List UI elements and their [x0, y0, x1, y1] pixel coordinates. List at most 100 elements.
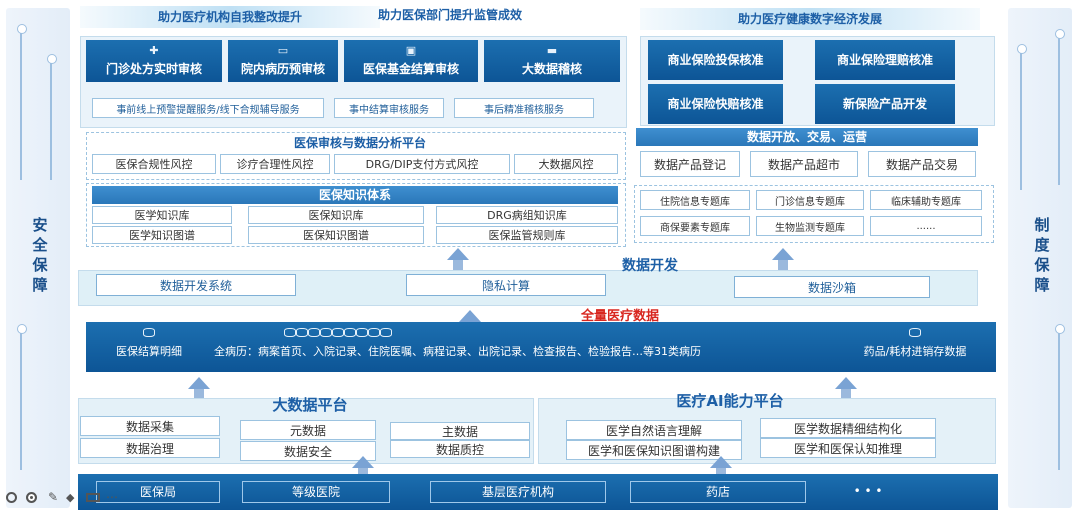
database-icon: [380, 328, 392, 337]
database-icon: [909, 328, 921, 337]
flow-arrow: [716, 466, 726, 474]
bigdata-item[interactable]: 数据治理: [80, 438, 220, 458]
flow-arrow: [778, 258, 788, 272]
medical-data-bar: [86, 322, 996, 372]
knowledge-item[interactable]: 医学知识库: [92, 206, 232, 224]
ai-item[interactable]: 医学数据精细结构化: [760, 418, 936, 438]
topic-lib[interactable]: 门诊信息专题库: [756, 190, 864, 210]
audit-item[interactable]: 大数据风控: [514, 154, 618, 174]
source-item[interactable]: 等级医院: [242, 481, 390, 503]
circuit-line: [17, 24, 27, 180]
data-dev-item[interactable]: 数据开发系统: [96, 274, 296, 296]
flow-arrow-head: [447, 248, 469, 260]
flow-arrow: [358, 466, 368, 474]
service-item[interactable]: 事中结算审核服务: [334, 98, 444, 118]
database-icon: [356, 328, 368, 337]
knowledge-item[interactable]: 医学知识图谱: [92, 226, 232, 244]
database-icon: [308, 328, 320, 337]
data-dev-item[interactable]: 隐私计算: [406, 274, 606, 296]
medical-data-right[interactable]: 药品/耗材进销存数据: [840, 327, 990, 359]
database-icon: [332, 328, 344, 337]
insurance-app[interactable]: 新保险产品开发: [815, 84, 955, 124]
circuit-line: [47, 54, 57, 180]
knowledge-item[interactable]: 医保监管规则库: [436, 226, 618, 244]
source-ellipsis: • • •: [853, 484, 883, 498]
insurance-app[interactable]: 商业保险投保核准: [648, 40, 783, 80]
knowledge-title: 医保知识体系: [92, 186, 618, 204]
flow-arrow-head: [459, 310, 481, 322]
circuit-line: [1055, 324, 1065, 470]
monitor-icon[interactable]: [86, 493, 100, 502]
circuit-line: [1055, 29, 1065, 185]
medical-data-middle[interactable]: 全病历：病案首页、入院记录、住院医嘱、病程记录、出院记录、检查报告、检验报告…等…: [214, 327, 834, 359]
data-market-item[interactable]: 数据产品交易: [868, 151, 976, 177]
banner-insurance-dept: 助力医保部门提升监管成效: [377, 8, 522, 22]
database-icon: ▬: [546, 44, 558, 57]
data-market-item[interactable]: 数据产品超市: [750, 151, 858, 177]
topic-lib[interactable]: 临床辅助专题库: [870, 190, 982, 210]
right-side-bar: [1008, 8, 1072, 508]
ai-item[interactable]: 医学和医保认知推理: [760, 438, 936, 458]
bigdata-item[interactable]: 数据质控: [390, 440, 530, 458]
data-market-title: 数据开放、交易、运营: [636, 128, 978, 146]
topic-lib[interactable]: 生物监测专题库: [756, 216, 864, 236]
source-item[interactable]: 医保局: [96, 481, 220, 503]
audit-platform-title: 医保审核与数据分析平台: [293, 136, 426, 150]
bigdata-item[interactable]: 元数据: [240, 420, 376, 440]
data-dev-item[interactable]: 数据沙箱: [734, 276, 930, 298]
eraser-icon[interactable]: ◆: [66, 491, 75, 504]
ai-item[interactable]: 医学自然语言理解: [566, 420, 742, 440]
source-item[interactable]: 基层医疗机构: [430, 481, 606, 503]
app-box[interactable]: ▣ 医保基金结算审核: [344, 40, 478, 82]
topic-lib[interactable]: 住院信息专题库: [640, 190, 750, 210]
service-item[interactable]: 事前线上预警提醒服务/线下合规辅导服务: [92, 98, 324, 118]
viewer-toolbar: ✎ ◆ ⋯: [2, 490, 152, 506]
database-icon: [284, 328, 296, 337]
medical-data-title: 全量医疗数据: [580, 309, 659, 324]
left-side-bar: [6, 8, 70, 508]
database-icon: [320, 328, 332, 337]
insurance-app[interactable]: 商业保险理赔核准: [815, 40, 955, 80]
bed-icon: ▭: [277, 44, 289, 57]
source-item[interactable]: 药店: [630, 481, 806, 503]
data-market-item[interactable]: 数据产品登记: [640, 151, 740, 177]
bigdata-item[interactable]: 主数据: [390, 422, 530, 440]
flow-arrow: [841, 388, 851, 398]
audit-item[interactable]: DRG/DIP支付方式风控: [334, 154, 510, 174]
app-box[interactable]: ▬ 大数据稽核: [484, 40, 620, 82]
audit-item[interactable]: 医保合规性风控: [92, 154, 216, 174]
bigdata-item[interactable]: 数据安全: [240, 441, 376, 461]
circuit-line: [1017, 44, 1027, 190]
banner-digital-economy: 助力医疗健康数字经济发展: [640, 8, 980, 30]
more-icon[interactable]: ⋯: [106, 490, 118, 504]
database-icon: [296, 328, 308, 337]
bigdata-item[interactable]: 数据采集: [80, 416, 220, 436]
topic-lib[interactable]: ......: [870, 216, 982, 236]
bigdata-title: 大数据平台: [272, 396, 348, 414]
record-icon[interactable]: [26, 492, 37, 503]
medical-cross-icon: ✚: [149, 44, 159, 57]
app-box[interactable]: ✚ 门诊处方实时审核: [86, 40, 222, 82]
topic-lib[interactable]: 商保要素专题库: [640, 216, 750, 236]
knowledge-item[interactable]: 医保知识库: [248, 206, 424, 224]
database-icon: [368, 328, 380, 337]
service-item[interactable]: 事后精准稽核服务: [454, 98, 594, 118]
database-icon: [143, 328, 155, 337]
database-icon: [344, 328, 356, 337]
pencil-icon[interactable]: ✎: [48, 490, 59, 504]
audit-item[interactable]: 诊疗合理性风控: [220, 154, 330, 174]
flow-arrow-head: [188, 377, 210, 389]
knowledge-item[interactable]: 医保知识图谱: [248, 226, 424, 244]
app-box[interactable]: ▭ 院内病历预审核: [228, 40, 338, 82]
medical-data-left[interactable]: 医保结算明细: [96, 327, 202, 359]
knowledge-item[interactable]: DRG病组知识库: [436, 206, 618, 224]
left-side-label: 安全保障: [32, 216, 48, 294]
banner-clinic: 助力医疗机构自我整改提升: [80, 6, 380, 28]
flow-arrow: [453, 258, 463, 272]
flow-arrow-head: [352, 456, 374, 468]
ai-item[interactable]: 医学和医保知识图谱构建: [566, 440, 742, 460]
insurance-app[interactable]: 商业保险快赔核准: [648, 84, 783, 124]
flow-arrow-head: [710, 456, 732, 468]
circle-icon[interactable]: [6, 492, 17, 503]
flow-arrow: [194, 388, 204, 398]
